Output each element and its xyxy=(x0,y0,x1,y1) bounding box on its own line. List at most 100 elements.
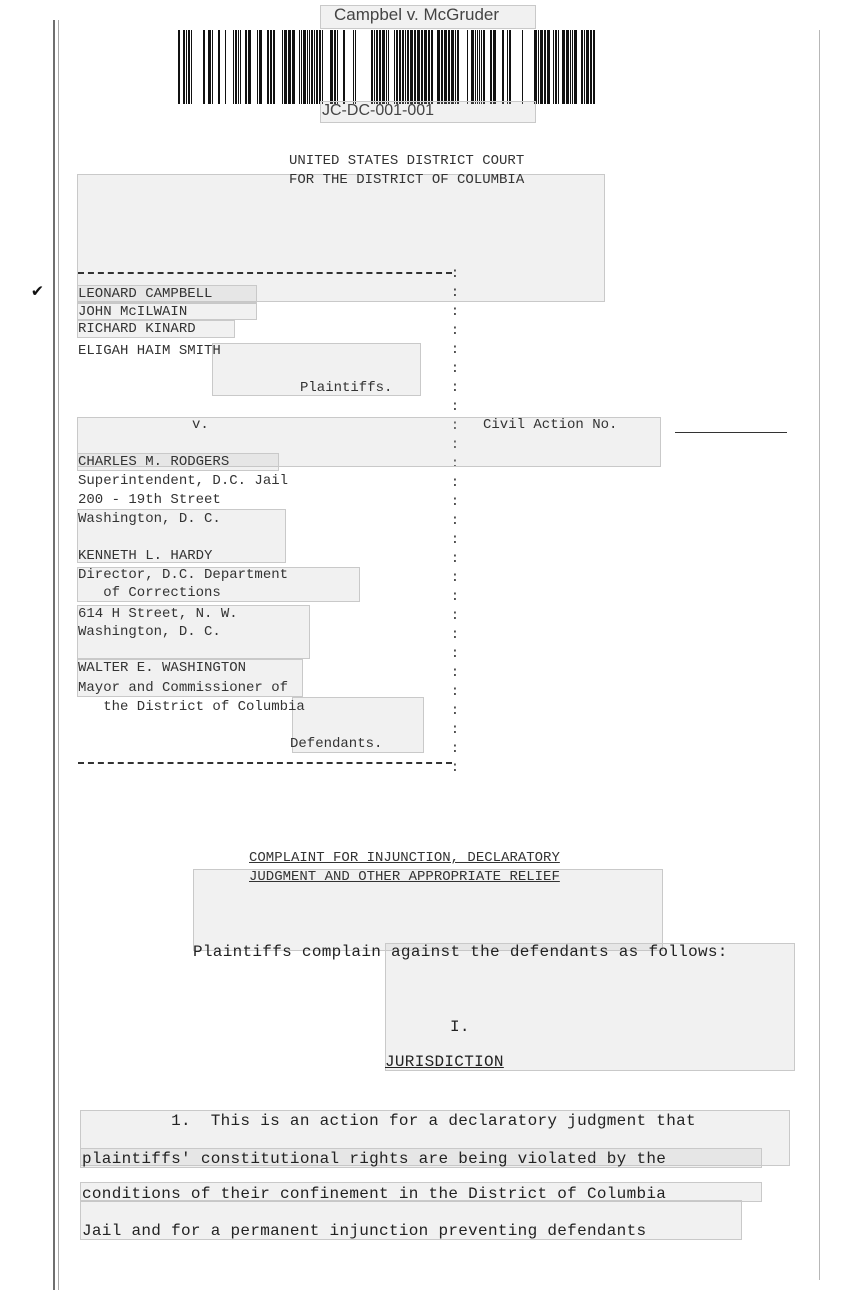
paragraph-line-box-1 xyxy=(80,1110,790,1166)
defendant-1-line: Superintendent, D.C. Jail xyxy=(78,473,289,489)
defendant-1-box xyxy=(77,453,279,471)
barcode-bar xyxy=(475,30,476,104)
caption-colon: : xyxy=(450,304,460,320)
barcode-bar xyxy=(479,30,480,104)
barcode-id: JC-DC-001-001 xyxy=(322,102,435,119)
defendant-3-box xyxy=(77,659,303,697)
barcode-bar xyxy=(259,30,262,104)
defendant-2-line: KENNETH L. HARDY xyxy=(78,548,213,564)
plaintiff-name: LEONARD CAMPBELL xyxy=(78,286,213,302)
check-mark-icon: ✔ xyxy=(32,282,43,302)
defendant-2-box xyxy=(77,567,360,602)
barcode-bar xyxy=(562,30,565,104)
barcode-bar xyxy=(343,30,345,104)
caption-colon: : xyxy=(450,418,460,434)
barcode-bar xyxy=(292,30,295,104)
barcode-bar xyxy=(322,30,323,104)
barcode-bar xyxy=(544,30,546,104)
barcode-bar xyxy=(284,30,287,104)
barcode-bar xyxy=(437,30,440,104)
defendant-1-line: CHARLES M. RODGERS xyxy=(78,454,230,470)
defendant-3-line: the District of Columbia xyxy=(78,699,305,715)
left-margin-line xyxy=(53,20,55,1290)
barcode-bar xyxy=(394,30,395,104)
barcode-bar xyxy=(502,30,504,104)
paragraph-line: Jail and for a permanent injunction prev… xyxy=(82,1222,647,1240)
caption-bottom-rule xyxy=(78,762,452,764)
barcode-bar xyxy=(410,30,413,104)
barcode-bar xyxy=(534,30,537,104)
caption-colon: : xyxy=(450,741,460,757)
paragraph-line-box-4 xyxy=(80,1200,742,1240)
caption-colon: : xyxy=(450,323,460,339)
plaintiff-name: JOHN McILWAIN xyxy=(78,304,188,320)
court-heading-box xyxy=(77,174,605,302)
plaintiff-name: ELIGAH HAIM SMITH xyxy=(78,343,221,359)
caption-colon: : xyxy=(450,475,460,491)
caption-colon: : xyxy=(450,361,460,377)
barcode-bar xyxy=(444,30,447,104)
complaint-title-line-1: COMPLAINT FOR INJUNCTION, DECLARATORY xyxy=(249,850,560,866)
defendant-2-address-box xyxy=(77,605,310,659)
barcode-bar xyxy=(311,30,313,104)
barcode-bar xyxy=(337,30,338,104)
court-line-2: FOR THE DISTRICT OF COLUMBIA xyxy=(289,172,525,188)
defendant-2-line: 614 H Street, N. W. xyxy=(78,606,238,622)
barcode xyxy=(178,30,595,104)
barcode-bar xyxy=(270,30,272,104)
caption-colon: : xyxy=(450,456,460,472)
barcode-bar xyxy=(428,30,430,104)
barcode-bar xyxy=(330,30,333,104)
barcode-bar xyxy=(431,30,433,104)
barcode-bar xyxy=(288,30,291,104)
barcode-bar xyxy=(590,30,592,104)
caption-colon: : xyxy=(450,646,460,662)
defendant-1-line: Washington, D. C. xyxy=(78,511,221,527)
barcode-bar xyxy=(572,30,573,104)
barcode-bar xyxy=(316,30,318,104)
barcode-bar xyxy=(301,30,302,104)
barcode-bar xyxy=(186,30,187,104)
defendant-2-line: Washington, D. C. xyxy=(78,624,221,640)
barcode-bar xyxy=(307,30,308,104)
section-number: I. xyxy=(450,1018,470,1036)
intro-text: Plaintiffs complain against the defendan… xyxy=(193,943,728,961)
barcode-bar xyxy=(248,30,251,104)
caption-colon: : xyxy=(450,665,460,681)
barcode-bar xyxy=(467,30,468,104)
caption-colon: : xyxy=(450,684,460,700)
caption-colon: : xyxy=(450,722,460,738)
versus-label: v. xyxy=(192,417,209,433)
barcode-bar xyxy=(483,30,485,104)
barcode-bar xyxy=(319,30,321,104)
section-heading: JURISDICTION xyxy=(385,1053,504,1071)
defendant-1-address-box xyxy=(77,509,286,563)
barcode-bar xyxy=(448,30,450,104)
barcode-bar xyxy=(581,30,583,104)
paragraph-line: plaintiffs' constitutional rights are be… xyxy=(82,1150,667,1168)
barcode-bar xyxy=(382,30,385,104)
barcode-bar xyxy=(490,30,492,104)
defendants-label: Defendants. xyxy=(290,736,383,752)
barcode-bar xyxy=(257,30,258,104)
barcode-bar xyxy=(191,30,192,104)
barcode-bar xyxy=(407,30,409,104)
barcode-bar xyxy=(417,30,420,104)
barcode-bar xyxy=(584,30,585,104)
barcode-bar xyxy=(225,30,226,104)
barcode-bar xyxy=(309,30,310,104)
barcode-bar xyxy=(471,30,474,104)
barcode-bar xyxy=(371,30,373,104)
barcode-bar xyxy=(451,30,454,104)
right-margin-line xyxy=(819,30,820,1280)
barcode-bar xyxy=(402,30,404,104)
caption-top-rule xyxy=(78,272,452,274)
barcode-bar xyxy=(374,30,375,104)
intro-box xyxy=(385,943,795,1071)
barcode-bar xyxy=(218,30,220,104)
barcode-bar xyxy=(570,30,571,104)
barcode-bar xyxy=(353,30,354,104)
barcode-bar xyxy=(188,30,190,104)
barcode-bar xyxy=(379,30,381,104)
barcode-bar xyxy=(424,30,427,104)
